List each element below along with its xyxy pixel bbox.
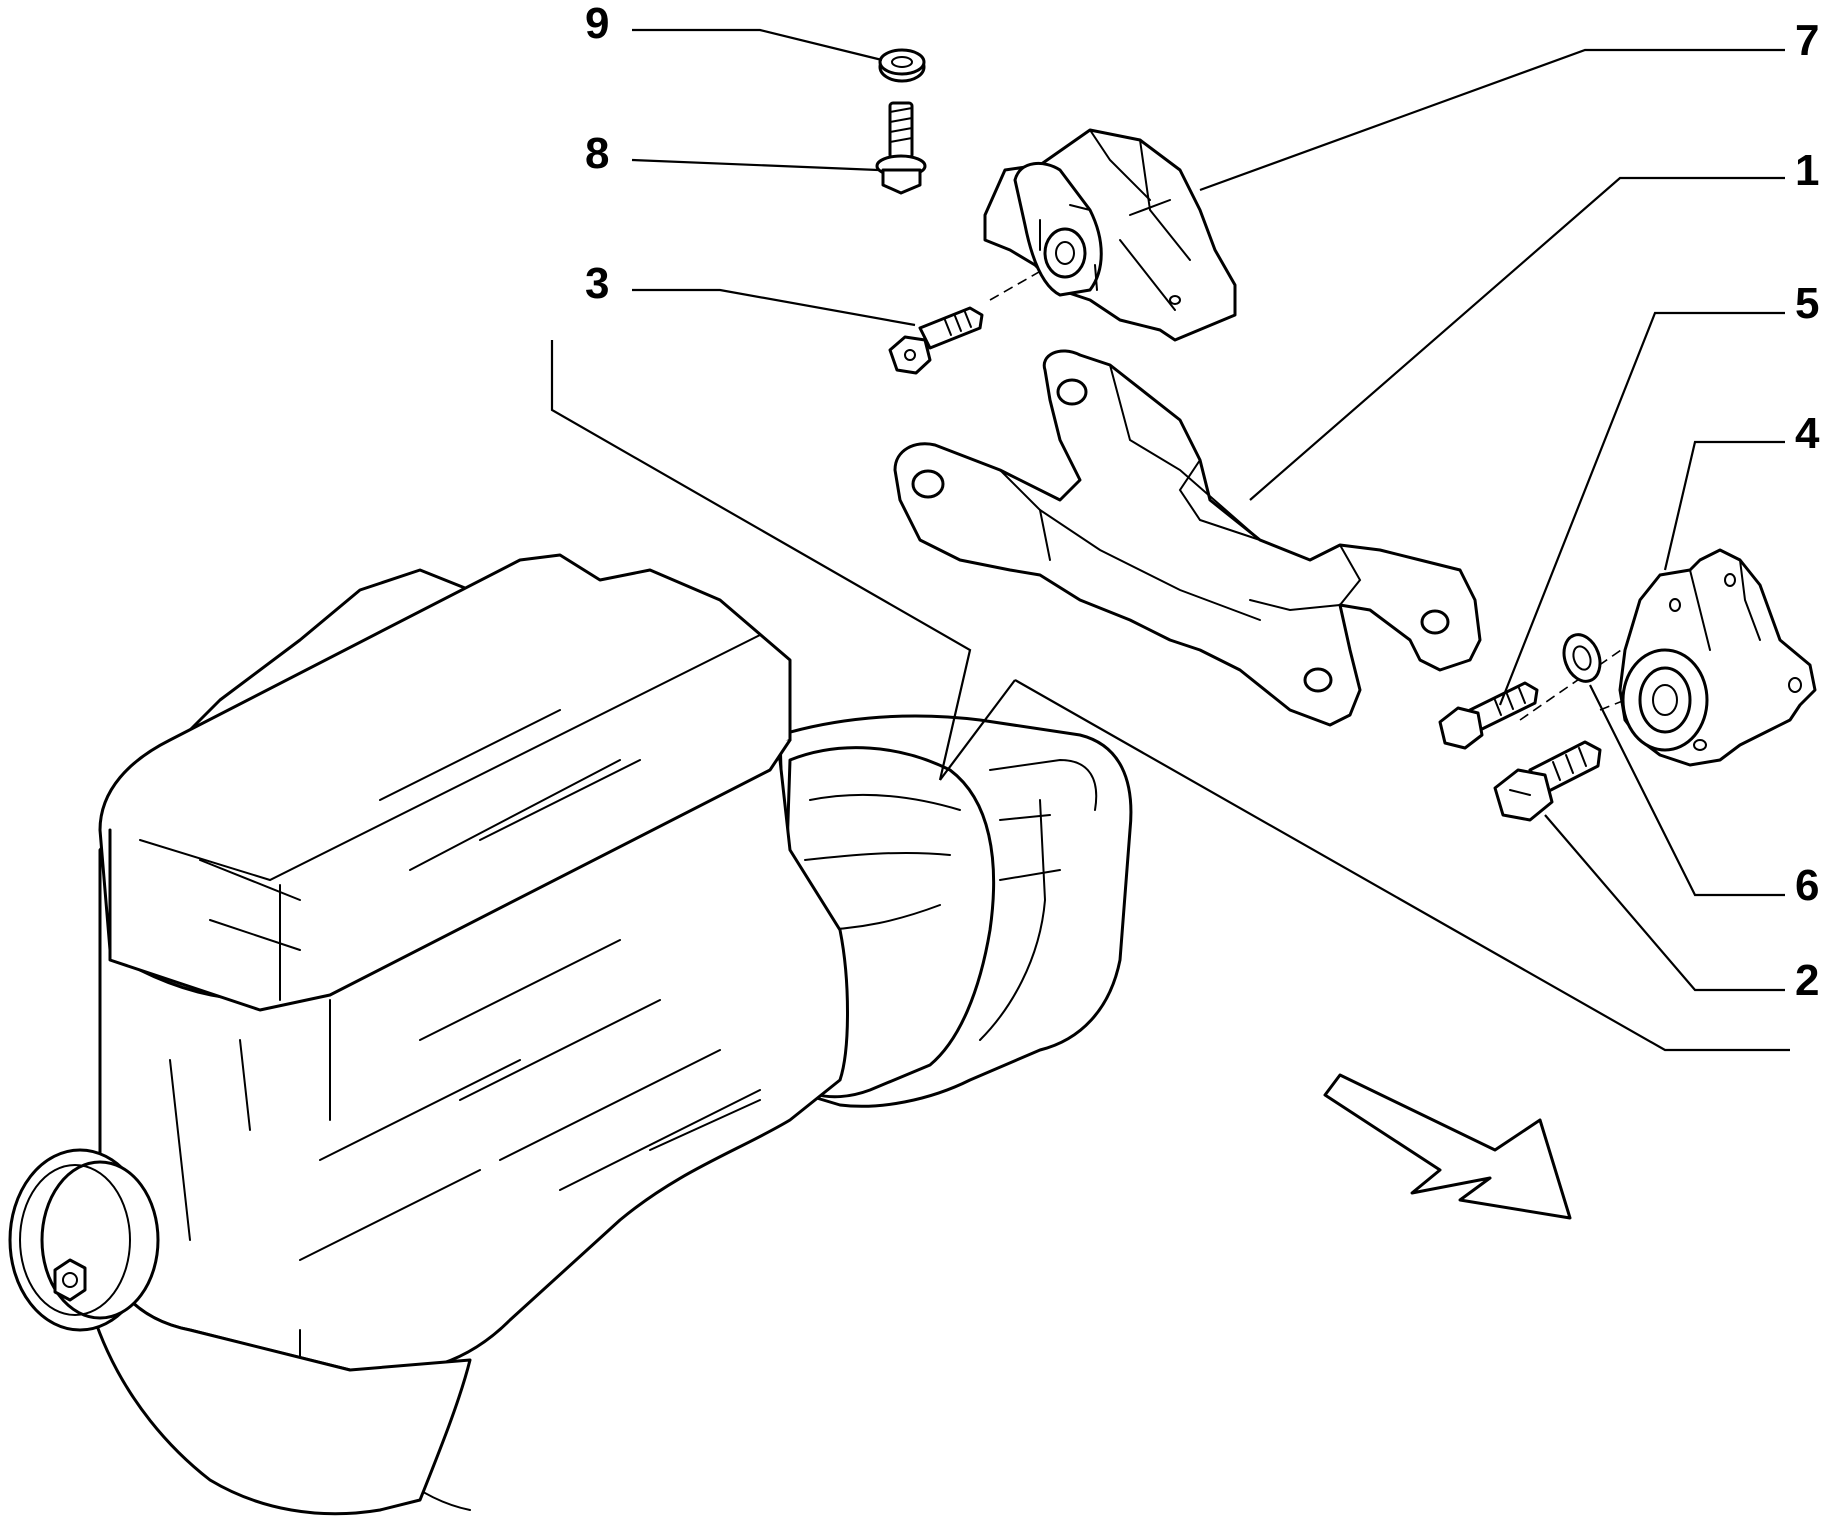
callout-7: 7 [1795,16,1819,65]
washer-part-9 [878,48,926,83]
callout-3: 3 [585,259,609,308]
rubber-mount-part-7 [983,128,1237,342]
callout-2: 2 [1795,956,1819,1005]
callout-4: 4 [1795,409,1820,458]
flange-bolt-part-8 [875,101,927,195]
rubber-mount-part-4 [1618,548,1817,767]
hex-bolt-part-5 [1438,681,1539,750]
hex-bolt-part-2 [1493,740,1602,822]
callout-9: 9 [585,0,609,48]
callout-1: 1 [1795,146,1819,195]
pulley [8,1148,160,1332]
bracket-part-1 [893,349,1482,727]
callout-8: 8 [585,129,609,178]
washer-part-6 [1562,633,1602,683]
callout-5: 5 [1795,279,1819,328]
callout-labels: 9 8 3 7 1 5 4 6 2 [585,0,1820,1005]
leader-lines [631,28,1785,992]
callout-6: 6 [1795,861,1819,910]
arrow-outline-icon [1323,1073,1572,1220]
hex-bolt-part-3 [888,306,984,375]
engine-assembly [8,553,1133,1516]
